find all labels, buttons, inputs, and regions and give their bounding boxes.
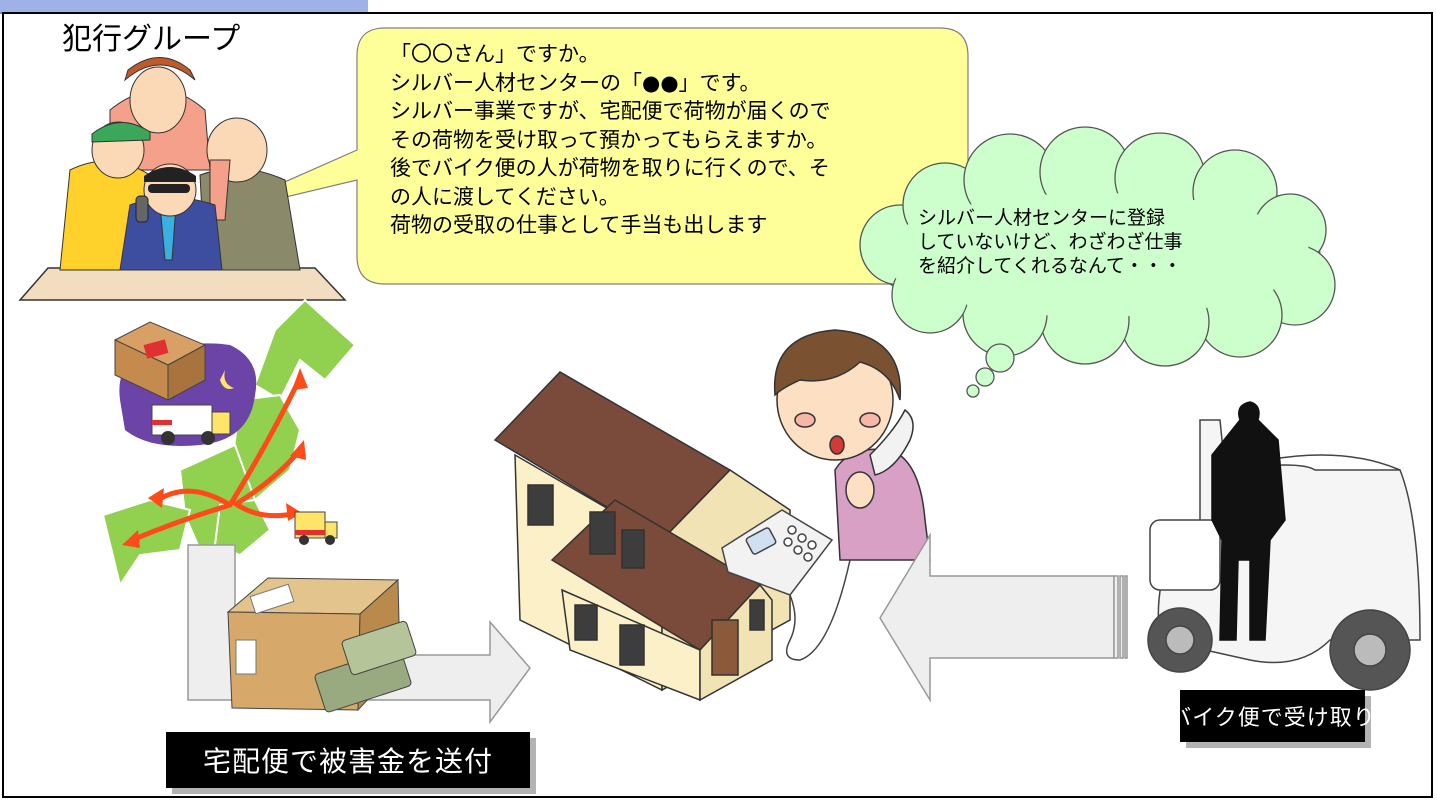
pickup-arrow [879,532,1128,703]
package-with-money [226,577,417,713]
speech-line: 後でバイク便の人が荷物を取りに行くので、そ [390,156,830,180]
criminal-group-title: 犯行グループ [62,22,241,57]
criminal-group-figures [18,57,347,301]
thought-cloud [859,126,1336,398]
map-arrowheads [122,368,308,548]
thought-line: シルバー人材センターに登録 [918,207,1166,229]
thought-line: していないけど、わざわざ仕事 [918,231,1183,253]
thought-bubble-text: シルバー人材センターに登録 していないけど、わざわざ仕事 を紹介してくれるなんて… [918,206,1278,278]
house [493,371,791,702]
speech-line: の人に渡してください。 [390,184,620,209]
speech-line: 荷物の受取の仕事として手当も出します [390,213,768,237]
bike-pickup-label: バイク便で受け取り [1169,690,1375,742]
speech-line: シルバー事業ですが、宅配便で荷物が届くので [390,99,831,123]
japan-map [101,298,357,588]
thought-line: を紹介してくれるなんて・・・ [918,255,1182,277]
send-money-label-text: 宅配便で被害金を送付 [202,745,493,778]
speech-bubble-text: 「〇〇さん」ですか。 シルバー人材センターの「●●」です。 シルバー事業ですが、… [390,40,930,240]
speech-line: その荷物を受け取って預かってもらえますか。 [390,127,828,152]
bike-pickup-label-text: バイク便で受け取り [1169,706,1376,731]
telephone-base [721,509,871,661]
night-delivery-scene [113,321,257,446]
delivery-scooter [1147,401,1421,691]
speech-line: シルバー人材センターの「●●」です。 [390,70,761,95]
send-money-label: 宅配便で被害金を送付 [166,732,530,788]
small-truck-icon [294,511,338,545]
speech-line: 「〇〇さん」ですか。 [390,42,600,66]
speech-bubble [209,27,969,285]
slide-frame [2,12,1433,798]
woman-on-phone [773,329,931,561]
